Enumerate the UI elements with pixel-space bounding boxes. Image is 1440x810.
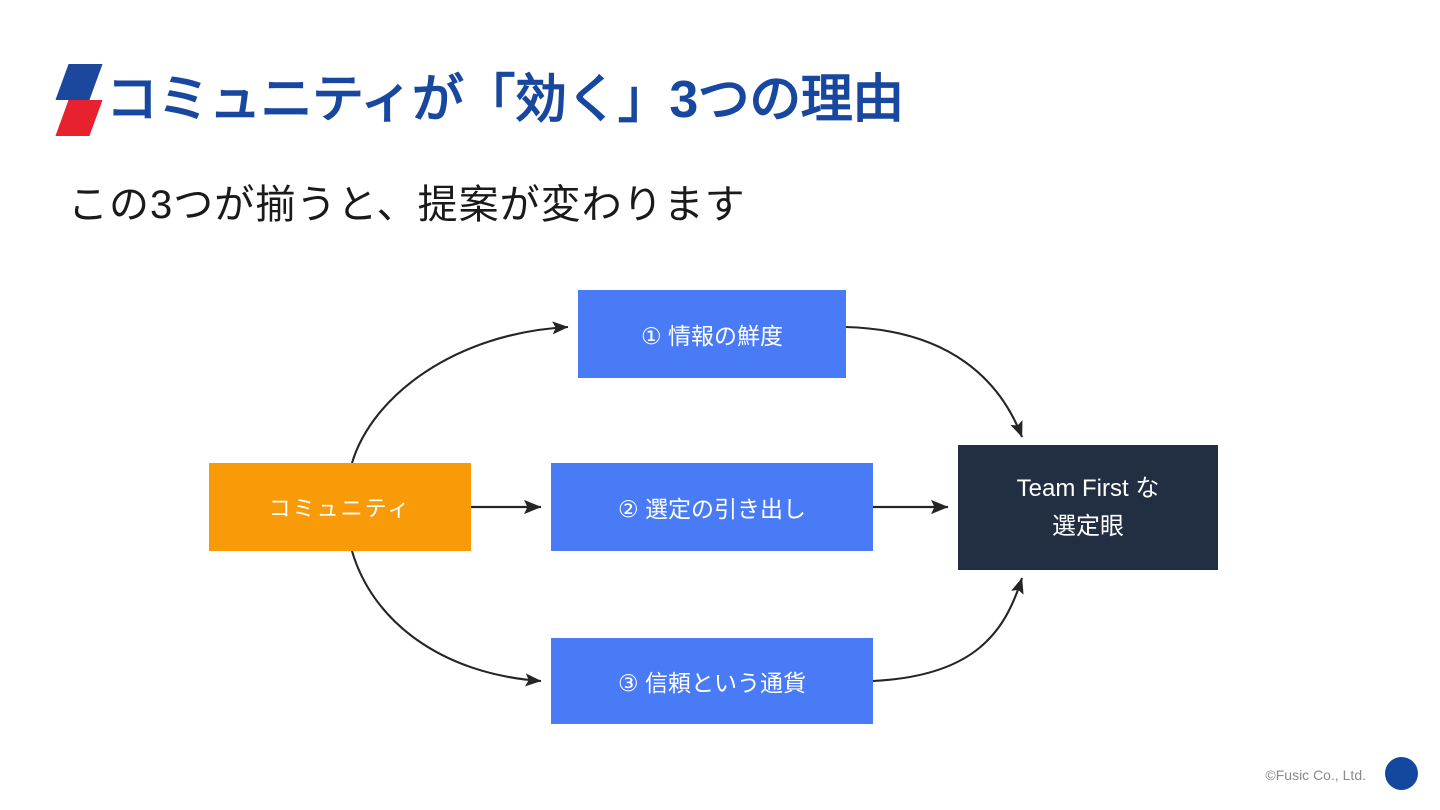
slide-title-text: コミュニティが「効く」3つの理由 xyxy=(106,71,904,129)
footer-copyright: ©Fusic Co., Ltd. xyxy=(1265,767,1366,783)
node-outcome-label: Team First な 選定眼 xyxy=(1016,475,1160,540)
arrow-reason-3-to-outcome xyxy=(872,577,1024,683)
node-reason-2-label: ② 選定の引き出し xyxy=(617,496,806,522)
node-reason-2[interactable]: ② 選定の引き出し xyxy=(551,463,873,551)
slide-subtitle: この3つが揃うと、提案が変わります xyxy=(68,183,746,227)
arrow-source-to-reason-1 xyxy=(350,321,569,464)
node-reason-1[interactable]: ① 情報の鮮度 xyxy=(578,290,846,378)
brand-dot-icon xyxy=(1385,757,1418,790)
arrow-reason-1-to-outcome xyxy=(845,325,1023,438)
node-reason-3-label: ③ 信頼という通貨 xyxy=(617,670,806,696)
arrow-source-to-reason-3 xyxy=(350,550,542,687)
page-title: コミュニティが「効く」3つの理由 xyxy=(55,62,904,138)
node-outcome[interactable]: Team First な 選定眼 xyxy=(958,445,1218,570)
node-community[interactable]: コミュニティ xyxy=(209,463,471,551)
node-reason-3[interactable]: ③ 信頼という通貨 xyxy=(551,638,873,724)
node-reason-1-label: ① 情報の鮮度 xyxy=(640,323,783,349)
node-community-label: コミュニティ xyxy=(268,496,412,521)
